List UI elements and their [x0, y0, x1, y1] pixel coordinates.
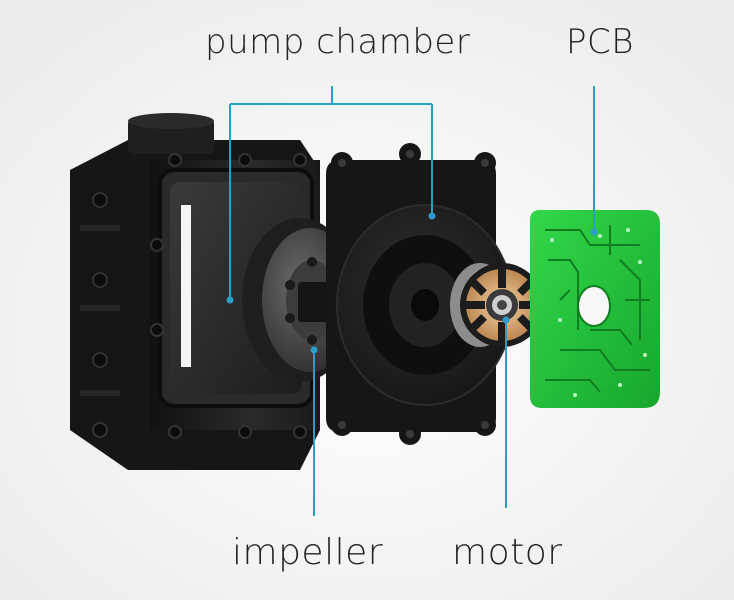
- motor-icon: [450, 263, 544, 347]
- impeller-label: impeller: [232, 532, 384, 573]
- leader-lines: [229, 86, 595, 516]
- pump-chamber-dot-right: [428, 212, 436, 220]
- impeller-dot: [310, 346, 318, 354]
- cover-plate-icon: [326, 143, 514, 445]
- pcb-label: PCB: [566, 22, 635, 62]
- pump-chamber-label: pump chamber: [205, 22, 471, 62]
- leader-dots: [226, 212, 598, 354]
- pump-chamber-dot-left: [226, 296, 234, 304]
- motor-dot: [502, 316, 510, 324]
- pcb-dot: [590, 228, 598, 236]
- motor-label: motor: [452, 532, 563, 573]
- pcb-icon: [530, 210, 660, 408]
